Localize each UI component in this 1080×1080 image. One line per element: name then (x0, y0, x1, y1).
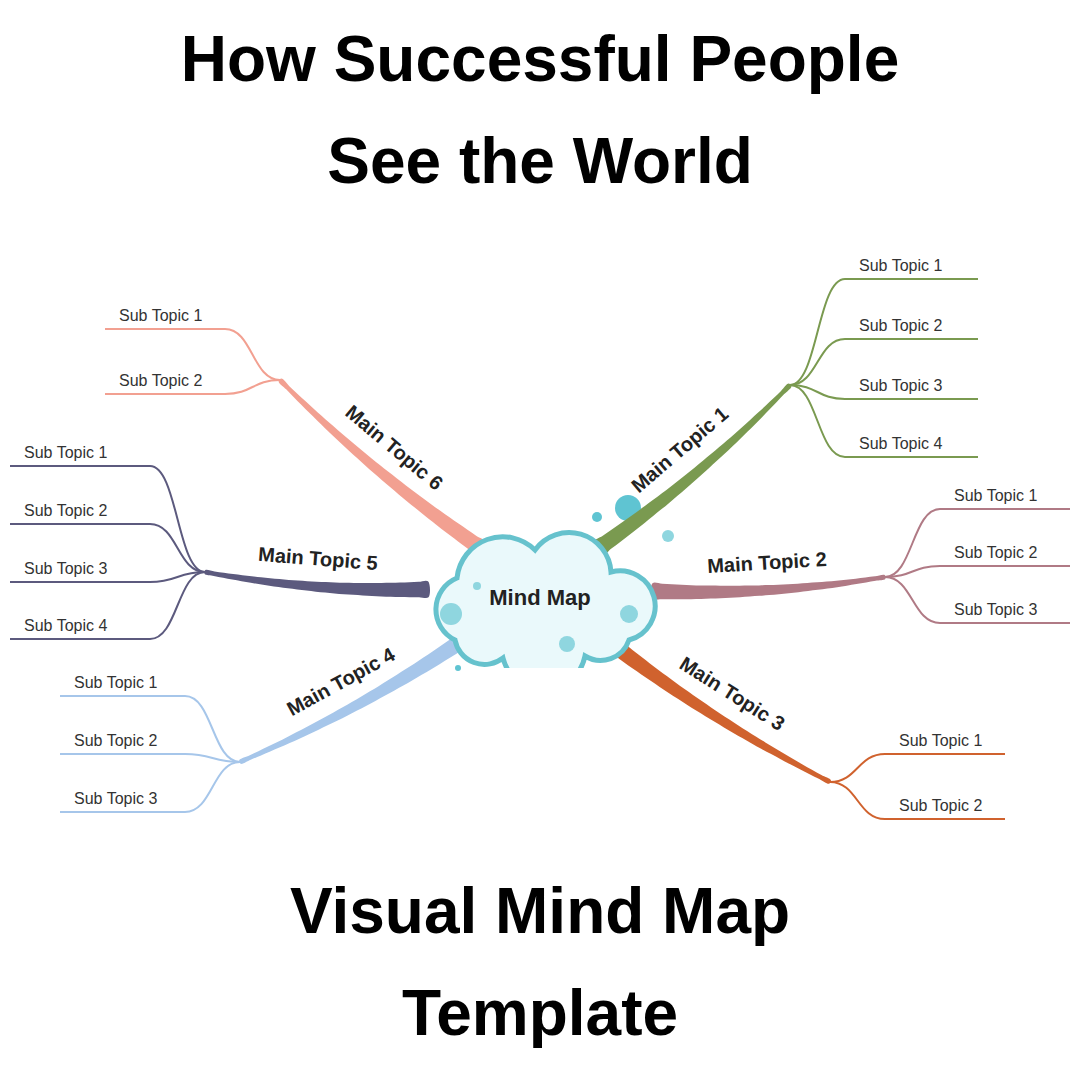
sub-topic: Sub Topic 2 (105, 370, 225, 395)
sub-branch (150, 572, 205, 639)
topic-text: Sub Topic 1 (899, 732, 1001, 750)
topic-text: Sub Topic 2 (24, 502, 146, 520)
sub-branch (185, 754, 240, 762)
topic-text: Sub Topic 1 (24, 444, 146, 462)
topic-text: Main Topic 5 (258, 543, 379, 575)
sub-branch (150, 466, 205, 572)
sub-branch (185, 762, 240, 812)
bubble (455, 665, 461, 671)
topic-text: Sub Topic 2 (74, 732, 181, 750)
main-branch (606, 637, 831, 784)
topic-text: Sub Topic 4 (859, 435, 974, 453)
topic-text: Sub Topic 1 (119, 307, 221, 325)
sub-topic: Sub Topic 2 (10, 500, 150, 525)
bubble (440, 603, 462, 625)
sub-topic: Sub Topic 1 (10, 442, 150, 467)
topic-text: Main Topic 2 (707, 547, 828, 577)
main-branch (279, 379, 486, 556)
bubble (620, 605, 638, 623)
sub-branch (885, 566, 940, 577)
topic-text: Sub Topic 3 (859, 377, 974, 395)
sub-branch (225, 380, 280, 394)
central-cloud: Mind Map (415, 528, 665, 668)
sub-topic: Sub Topic 1 (60, 672, 185, 697)
main-branch (650, 575, 885, 600)
topic-text: Sub Topic 1 (954, 487, 1066, 505)
sub-topic: Sub Topic 3 (845, 375, 978, 400)
topic-text: Sub Topic 2 (119, 372, 221, 390)
sub-branch (790, 385, 845, 457)
sub-topic: Sub Topic 1 (105, 305, 225, 330)
sub-topic: Sub Topic 1 (845, 255, 978, 280)
sub-branch (150, 524, 205, 572)
sub-topic: Sub Topic 2 (60, 730, 185, 755)
topic-text: Sub Topic 2 (899, 797, 1001, 815)
topic-text: Sub Topic 1 (859, 257, 974, 275)
main-topic: Main Topic 2 (707, 547, 828, 577)
sub-topic: Sub Topic 4 (845, 433, 978, 458)
sub-branch (790, 339, 845, 385)
main-topic: Main Topic 5 (258, 543, 379, 575)
bubble (592, 512, 602, 522)
caption: Visual Mind Map Template (190, 860, 890, 1065)
sub-topic: Sub Topic 3 (940, 599, 1070, 624)
bubble (473, 582, 481, 590)
sub-branch (830, 754, 885, 782)
topic-text: Sub Topic 1 (74, 674, 181, 692)
main-branch (594, 384, 792, 555)
sub-topic: Sub Topic 3 (60, 788, 185, 813)
bubble (559, 636, 575, 652)
topic-text: Sub Topic 3 (74, 790, 181, 808)
sub-topic: Sub Topic 2 (940, 542, 1070, 567)
main-branch (204, 570, 430, 598)
cloud-outline (436, 533, 655, 668)
title: How Successful People See the World (140, 8, 940, 213)
sub-topic: Sub Topic 3 (10, 558, 150, 583)
sub-topic: Sub Topic 4 (10, 615, 150, 640)
topic-text: Sub Topic 3 (954, 601, 1066, 619)
topic-text: Sub Topic 4 (24, 617, 146, 635)
sub-topic: Sub Topic 1 (885, 730, 1005, 755)
bubble (662, 530, 674, 542)
topic-text: Mind Map (489, 585, 590, 611)
topic-text: Sub Topic 2 (954, 544, 1066, 562)
topic-text: Sub Topic 3 (24, 560, 146, 578)
sub-branch (225, 329, 280, 380)
sub-topic: Sub Topic 2 (845, 315, 978, 340)
main-branch (239, 634, 467, 764)
sub-branch (885, 509, 940, 577)
sub-topic: Sub Topic 1 (940, 485, 1070, 510)
sub-branch (830, 782, 885, 819)
topic-text: Sub Topic 2 (859, 317, 974, 335)
sub-branch (185, 696, 240, 762)
sub-branch (885, 577, 940, 623)
sub-topic: Sub Topic 2 (885, 795, 1005, 820)
sub-branch (790, 279, 845, 385)
